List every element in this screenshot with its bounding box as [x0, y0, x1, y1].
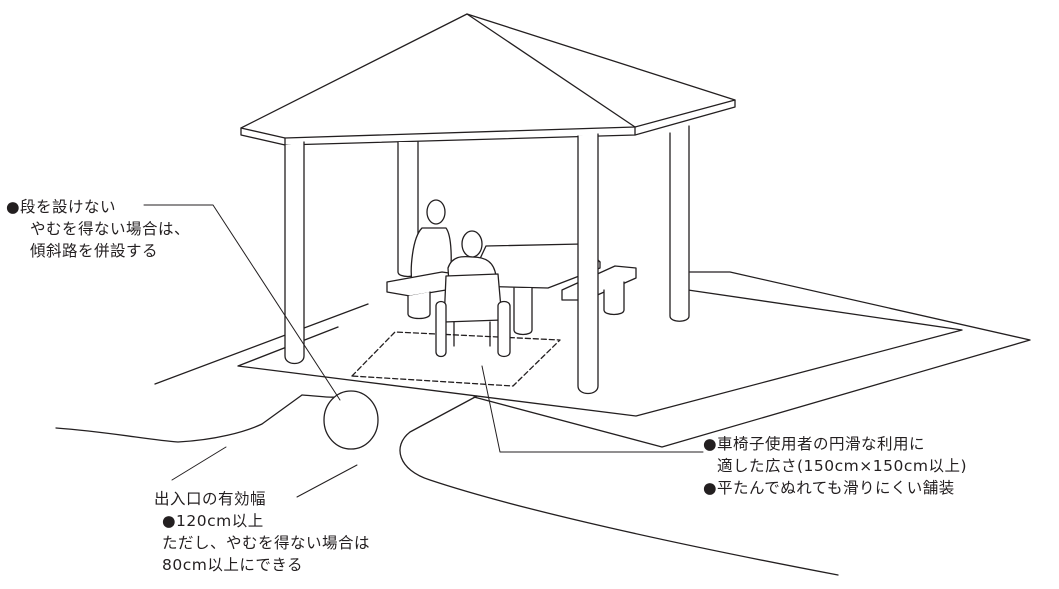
back-right-post	[669, 125, 690, 322]
note-entrance-line1: ●120cm以上	[162, 512, 264, 530]
leader-entrance-right	[296, 464, 358, 498]
outer-pavement	[154, 271, 1031, 448]
wheelchair-back	[443, 273, 503, 323]
note-entrance-line2: ただし、やむを得ない場合は	[162, 534, 371, 552]
note-entrance-line3: 80cm以上にできる	[162, 556, 304, 574]
roof	[240, 13, 736, 146]
note-space-line2: 適した広さ(150cm×150cm以上)	[717, 457, 967, 475]
entrance-circle	[323, 390, 379, 450]
note-step-line3: 傾斜路を併設する	[30, 242, 159, 260]
wheelchair-user	[435, 230, 511, 358]
back-posts	[397, 125, 690, 322]
left-path-edge	[55, 394, 303, 443]
table-leg	[513, 287, 533, 336]
wheelchair-left-wheel	[435, 300, 447, 358]
wheelchair-right-wheel	[497, 300, 511, 358]
roof-hip-line	[466, 13, 636, 128]
note-step-line2: やむを得ない場合は、	[30, 220, 191, 238]
note-space-line3: ●平たんでぬれても滑りにくい舗装	[703, 479, 955, 497]
front-posts	[284, 133, 599, 395]
note-entrance-width: 出入口の有効幅 ●120cm以上 ただし、やむを得ない場合は 80cm以上にでき…	[154, 488, 370, 576]
entrance-gap-marker	[301, 394, 337, 398]
note-step-line1: ●段を設けない	[6, 198, 117, 216]
right-path-edge	[399, 395, 839, 576]
note-no-steps: ●段を設けない やむを得ない場合は、 傾斜路を併設する	[6, 196, 190, 262]
leader-step	[143, 204, 341, 401]
front-right-post	[577, 133, 599, 395]
leader-lines	[143, 204, 704, 498]
leader-space	[481, 365, 704, 453]
note-space-line1: ●車椅子使用者の円滑な利用に	[703, 435, 926, 453]
note-wheelchair-space: ●車椅子使用者の円滑な利用に 適した広さ(150cm×150cm以上) ●平たん…	[703, 433, 967, 499]
front-left-post	[284, 141, 305, 365]
leader-entrance-left	[171, 446, 227, 481]
roof-fascia	[240, 99, 736, 146]
turning-space-dashed	[351, 331, 561, 387]
roof-ridge	[240, 13, 736, 139]
note-entrance-title: 出入口の有効幅	[154, 490, 267, 508]
